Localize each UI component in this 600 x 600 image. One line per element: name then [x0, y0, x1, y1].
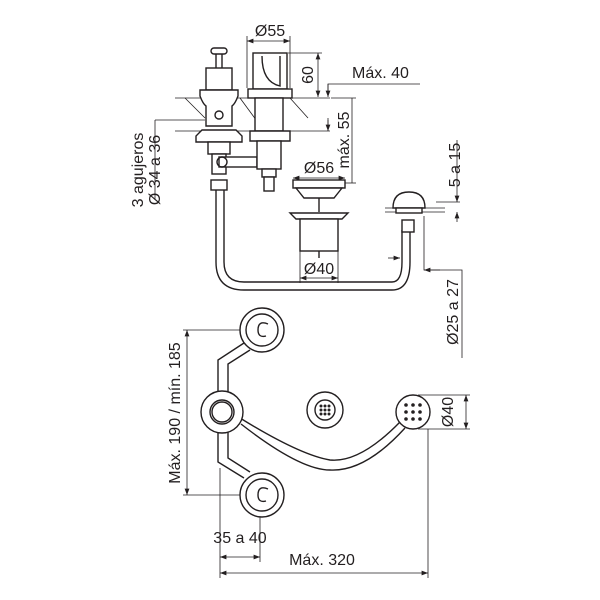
holes-diameter: Ø 34 a 36 — [147, 135, 164, 205]
spray-hose — [239, 417, 401, 461]
dim-offset: 35 a 40 — [213, 530, 266, 547]
dim-drain-top: Ø56 — [304, 160, 334, 177]
dim-handle-diameter: Ø55 — [255, 23, 285, 40]
bottom-handle — [239, 472, 285, 518]
dim-max-deck: Máx. 40 — [352, 65, 409, 82]
side-view: Ø55 60 Máx. 40 máx. 55 3 agujeros Ø 34 a… — [130, 23, 464, 358]
hatch — [184, 97, 206, 119]
mixer-body — [247, 52, 293, 192]
diverter-valve — [195, 47, 243, 191]
dim-max-width: Máx. 320 — [289, 552, 355, 569]
dim-vertical-spacing: Máx. 190 / mín. 185 — [167, 342, 184, 484]
dim-max-shank: máx. 55 — [336, 111, 353, 168]
dim-drain-body: Ø40 — [304, 261, 334, 278]
hatch — [289, 97, 309, 119]
drain-assembly — [288, 179, 350, 258]
dim-spray-diameter: Ø40 — [440, 397, 457, 427]
center-valve — [200, 390, 244, 434]
spray-nozzle — [395, 394, 431, 430]
drain-grate — [306, 391, 344, 429]
dim-spray-hole: Ø25 a 27 — [445, 279, 462, 345]
hose — [215, 190, 411, 291]
spray-head — [385, 191, 445, 233]
top-handle — [239, 307, 285, 353]
dim-handle-height: 60 — [300, 66, 317, 84]
dim-spray-range: 5 a 15 — [447, 143, 464, 188]
holes-label: 3 agujeros — [130, 133, 147, 208]
top-view: Máx. 190 / mín. 185 Ø40 35 a 40 Máx. 320 — [167, 307, 470, 578]
